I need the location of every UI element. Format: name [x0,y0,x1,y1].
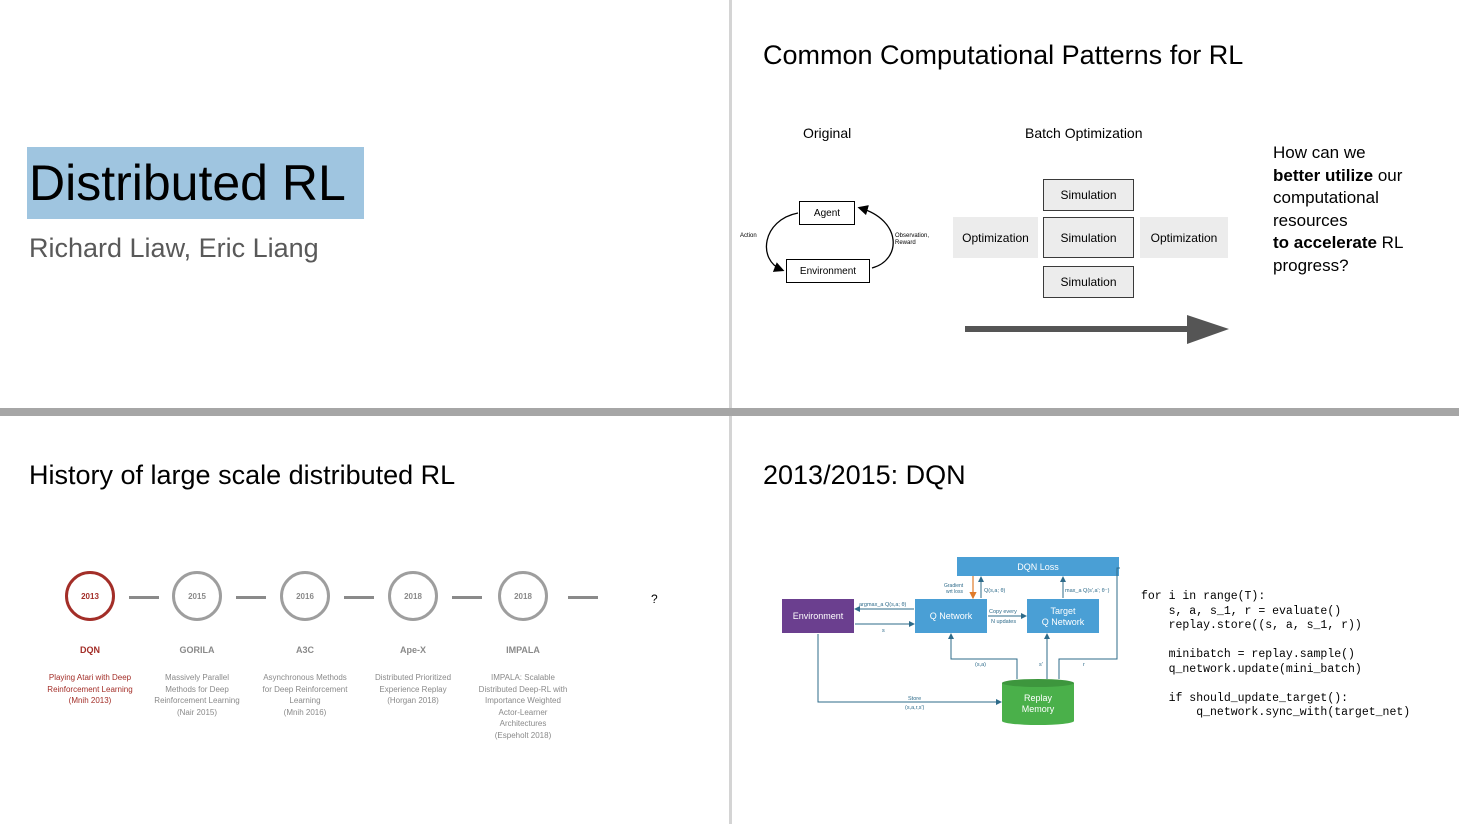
target-label-1: Target [1050,606,1076,616]
timeline-circle-2013-dqn: 2013 [65,571,115,621]
timeline-name-a3c: A3C [295,645,314,655]
svg-text:s: s [882,628,885,634]
timeline-connector [452,596,482,599]
timeline-circle-2015-gorila: 2015 [172,571,222,621]
replay-memory-body [1002,683,1074,721]
svg-text:argmax_a Q(s,a; θ): argmax_a Q(s,a; θ) [859,602,907,608]
slide-dqn[interactable]: 2013/2015: DQN DQN Loss Environment Q Ne… [732,416,1459,824]
replay-label-2: Memory [1022,704,1055,714]
original-label: Original [803,125,852,141]
timeline-connector [129,596,159,599]
slide-title[interactable]: Distributed RL Richard Liaw, Eric Liang [0,0,729,408]
observation-label: Observation, [895,233,929,239]
timeline-circle-2016-a3c: 2016 [280,571,330,621]
timeline-name-apex: Ape-X [399,645,426,655]
slide-computational-patterns[interactable]: Common Computational Patterns for RL Ori… [732,0,1459,408]
svg-text:Store: Store [908,696,921,702]
reward-arrow [1058,567,1120,679]
timeline-connector [344,596,374,599]
timeline-name-gorila: GORILA [179,645,215,655]
target-label-2: Q Network [1042,617,1085,627]
agent-box: Agent [799,201,855,225]
svg-text:s': s' [1039,662,1043,668]
replay-label-1: Replay [1024,693,1053,703]
timeline-connector [236,596,266,599]
batch-optimization-label: Batch Optimization [1025,125,1143,141]
svg-text:(s,a): (s,a) [975,662,986,668]
simulation-box-3: Simulation [1043,266,1134,298]
timeline-connector [568,596,598,599]
observation-arrow [857,205,894,269]
svg-text:(s,a,r,s'): (s,a,r,s') [905,705,925,711]
dqn-loss-label: DQN Loss [1017,562,1059,572]
action-arrow [765,212,799,272]
q-network-label: Q Network [930,611,973,621]
slide-title: 2013/2015: DQN [763,460,966,490]
optimization-left: Optimization [953,217,1038,258]
svg-text:Copy every: Copy every [989,609,1017,615]
slide-title: Common Computational Patterns for RL [763,40,1244,70]
dqn-loss-box [957,557,1119,576]
simulation-box-2: Simulation [1043,217,1134,258]
dqn-diagram: DQN Loss Environment Q Network Target Q … [782,557,1120,725]
target-q-network-box [1027,599,1099,633]
replay-memory-top [1002,679,1074,687]
environment-label: Environment [793,611,844,621]
slide-title: History of large scale distributed RL [29,460,456,490]
timeline-name-impala: IMPALA [506,645,540,655]
sa-arrow [948,633,1018,679]
svg-text:r: r [1083,662,1085,668]
svg-text:N updates: N updates [991,619,1016,625]
reward-label: Reward [895,240,916,246]
action-label: Action [740,233,757,239]
environment-box [782,599,854,633]
presentation-title[interactable]: Distributed RL [27,147,364,219]
optimization-right: Optimization [1140,217,1228,258]
progress-arrow [965,315,1229,344]
q-network-box [915,599,987,633]
environment-box: Environment [786,259,870,283]
timeline-name-dqn: DQN [80,645,100,655]
slide-history[interactable]: History of large scale distributed RL 20… [0,416,729,824]
timeline-circle-2018-apex: 2018 [388,571,438,621]
replay-memory-bottom [1002,717,1074,725]
dqn-pseudocode: for i in range(T): s, a, s_1, r = evalua… [1141,590,1411,719]
simulation-box-1: Simulation [1043,179,1134,211]
agent-environment-loop: Action Observation, Reward [740,205,929,272]
question-text: How can we better utilize our computatio… [1273,143,1404,275]
question-mark: ? [651,592,658,606]
authors: Richard Liaw, Eric Liang [29,233,319,263]
svg-text:Q(s,a; θ): Q(s,a; θ) [984,588,1006,594]
svg-text:wrt loss: wrt loss [946,589,963,595]
svg-text:max_a Q(s',a'; θ⁻): max_a Q(s',a'; θ⁻) [1065,588,1110,594]
timeline-circle-2018-impala: 2018 [498,571,548,621]
svg-text:Gradient: Gradient [944,583,964,589]
horizontal-divider [0,408,1459,416]
store-arrow [817,634,1002,705]
